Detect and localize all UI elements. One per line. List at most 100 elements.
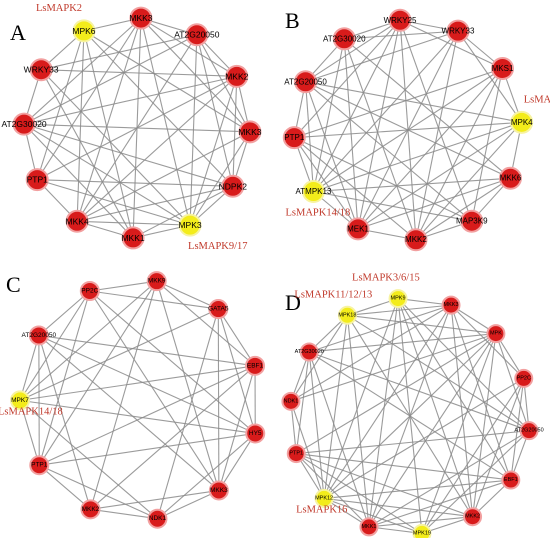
network-node: [501, 470, 521, 490]
network-edge: [295, 453, 370, 528]
network-edge: [189, 131, 251, 226]
network-node: [286, 444, 306, 464]
network-edge: [19, 280, 158, 401]
node-label: MKK1: [361, 524, 376, 530]
network-node: [299, 342, 319, 362]
network-edge: [421, 333, 497, 534]
network-edge: [290, 333, 497, 402]
network-edge: [346, 315, 370, 527]
network-edge: [23, 34, 198, 125]
network-node: [359, 517, 379, 537]
node-label: AT2G30020: [323, 34, 366, 43]
node-label: EBF1: [247, 362, 264, 369]
network-edge: [23, 123, 134, 239]
panel-c-annotations: LsMAPK14/18: [0, 406, 63, 417]
network-node: [388, 289, 408, 309]
network-node: [498, 166, 522, 190]
network-edge: [305, 81, 522, 123]
network-node: [72, 19, 96, 43]
network-edge: [77, 220, 191, 226]
network-edge: [217, 308, 256, 434]
network-edge: [217, 309, 220, 491]
panel-d-nodes: MKK3MPKPP2CAT2G20050EBF1MKK2MPK19MKK1MPK…: [281, 289, 544, 538]
network-edge: [347, 314, 496, 335]
network-edge: [89, 290, 220, 491]
panel-c-edges: [19, 280, 256, 520]
network-edge: [89, 280, 157, 292]
network-node: [129, 6, 153, 30]
network-edge: [37, 179, 233, 187]
network-node: [79, 281, 100, 302]
panel-d-annotations: LsMAPK3/6/15LsMAPK11/12/13LsMAPK16LsMAPK…: [294, 273, 419, 516]
network-edge: [23, 123, 233, 187]
node-label: AT2G20050: [22, 332, 57, 339]
panel-c-nodes: MKK9GATA5EBF1HY5MKK3NDK1MKK2PTP1MPK7AT2G…: [10, 271, 266, 529]
network-edge: [19, 365, 256, 401]
node-label: MPK19: [413, 530, 431, 536]
network-edge: [357, 20, 401, 229]
node-label: NDPK2: [219, 181, 248, 191]
node-label: MKS1: [492, 64, 514, 73]
network-node: [404, 228, 428, 252]
network-edge: [24, 123, 250, 133]
node-label: MKK3: [210, 487, 228, 494]
network-edge: [324, 497, 473, 518]
network-edge: [156, 308, 219, 519]
network-node: [412, 523, 432, 538]
network-edge: [38, 290, 91, 336]
network-edge: [218, 365, 256, 491]
node-label: MKK3: [238, 127, 261, 137]
network-node: [441, 295, 461, 315]
network-node: [28, 325, 49, 346]
network-edge: [309, 351, 530, 432]
network-node: [294, 70, 318, 94]
node-label: MKK4: [66, 216, 89, 226]
network-edge: [23, 75, 237, 125]
network-edge: [76, 75, 238, 222]
node-label: ATMPK13: [296, 187, 332, 196]
node-label: WRKY25: [384, 16, 417, 25]
network-edge: [421, 430, 530, 534]
node-label: MPK6: [72, 26, 95, 36]
panel-b-nodes: WRKY33MKS1MPK4MKK6MAP3K9MKK2MEK1ATMPK13P…: [282, 8, 534, 252]
node-label: MKK2: [82, 506, 100, 513]
gene-annotation: LsMAPK5: [524, 94, 550, 105]
node-label: MKK9: [148, 278, 166, 285]
node-label: MKK3: [129, 13, 152, 23]
node-label: MEK1: [347, 224, 369, 233]
node-label: NDK1: [284, 398, 299, 404]
network-edge: [295, 453, 423, 534]
node-label: MPK: [490, 331, 502, 337]
network-node: [486, 324, 506, 344]
network-node: [12, 112, 36, 136]
node-label: MPK3: [178, 220, 201, 230]
network-edge: [399, 20, 417, 240]
network-edge: [399, 19, 503, 69]
network-edge: [368, 298, 399, 527]
node-label: MKK6: [500, 174, 522, 183]
network-edge: [296, 453, 473, 518]
network-node: [463, 507, 483, 527]
network-node: [514, 368, 534, 388]
network-edge: [41, 69, 237, 77]
network-edge: [38, 335, 220, 491]
network-node: [225, 64, 249, 88]
node-label: MPK9: [391, 296, 406, 302]
node-label: PP2C: [517, 375, 531, 381]
network-node: [29, 455, 50, 476]
network-edge: [83, 30, 134, 239]
network-node: [121, 226, 145, 250]
network-edge: [399, 20, 473, 222]
network-edge: [156, 280, 256, 367]
node-label: HY5: [249, 430, 262, 437]
network-edge: [19, 399, 158, 520]
network-edge: [397, 298, 474, 517]
network-edge: [312, 20, 401, 192]
network-edge: [357, 121, 523, 230]
network-edge: [156, 281, 220, 491]
network-edge: [323, 315, 348, 499]
network-edge: [343, 38, 359, 229]
node-label: MKK2: [225, 71, 248, 81]
node-label: WRKY33: [24, 65, 59, 75]
